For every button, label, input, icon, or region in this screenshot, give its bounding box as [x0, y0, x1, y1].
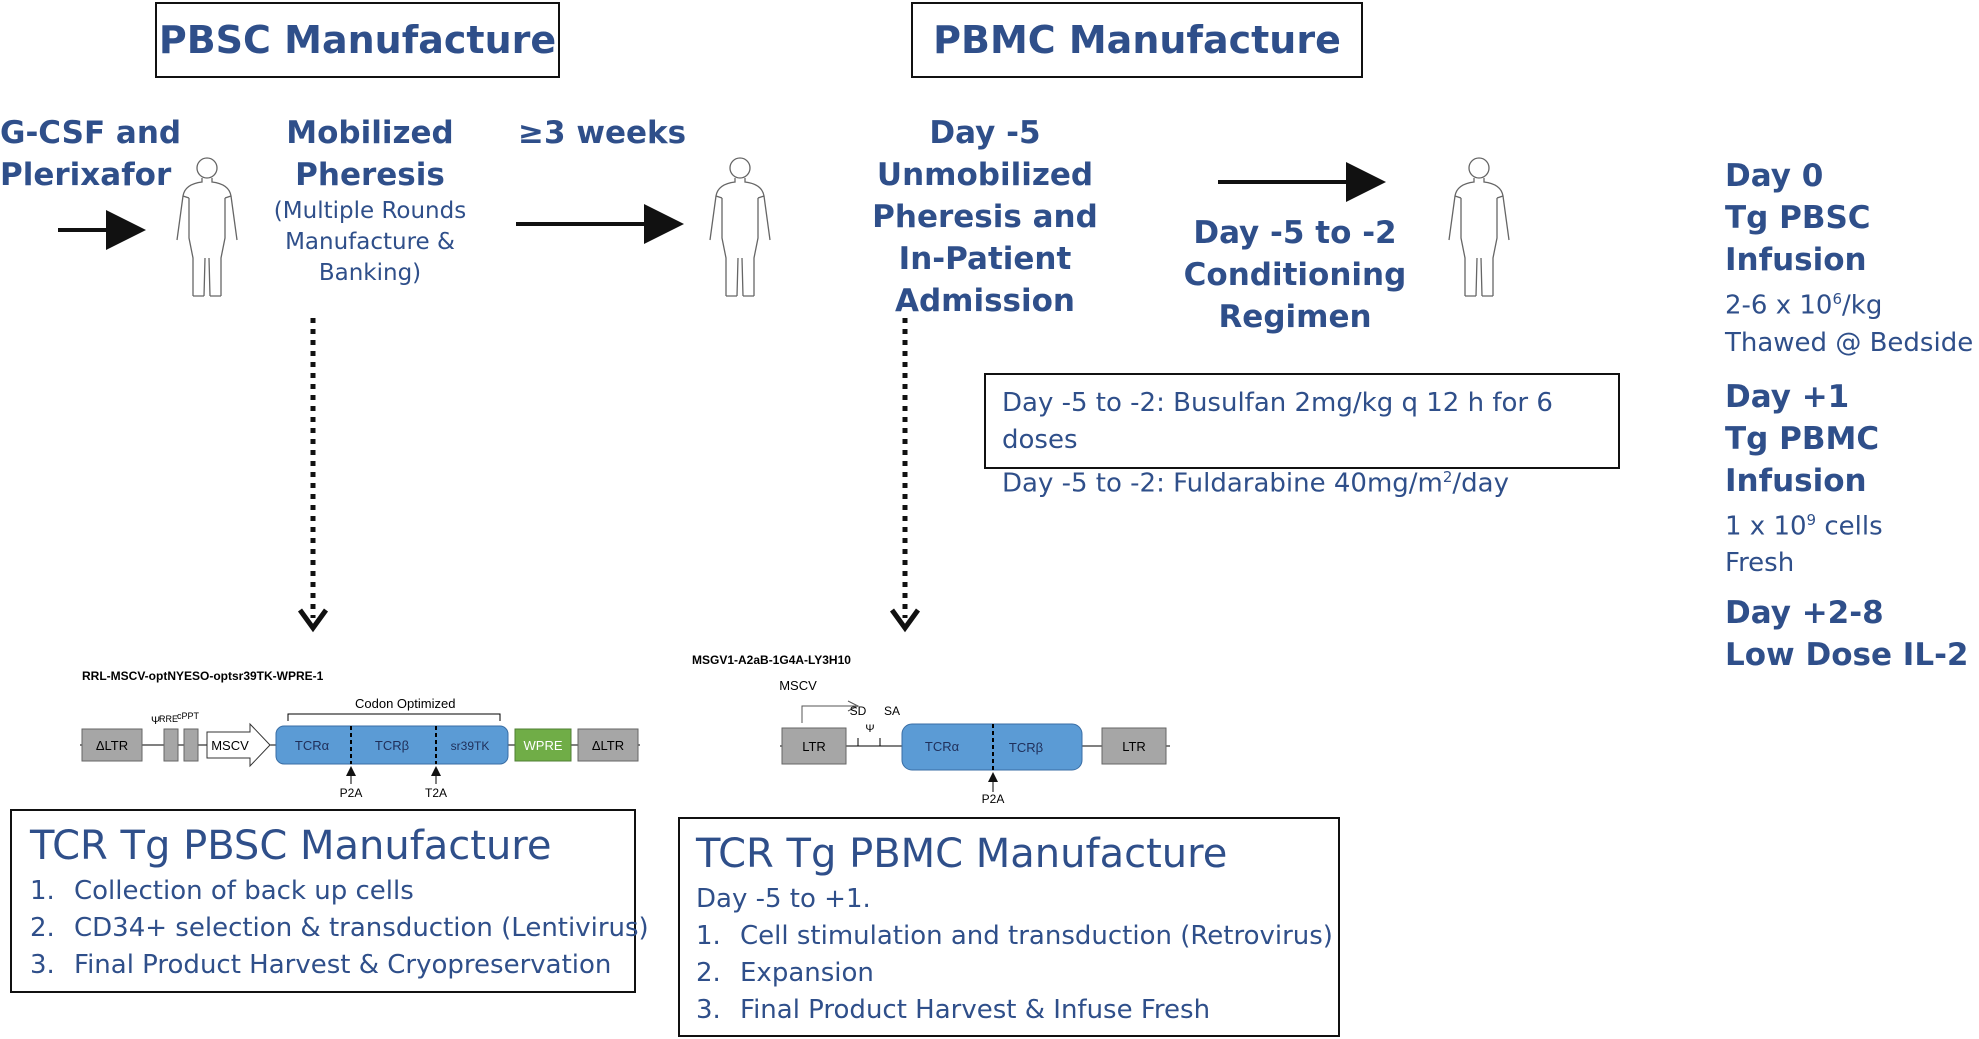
day0-note: Thawed @ Bedside: [1725, 327, 1974, 358]
codon-optimized-cassette: [275, 725, 509, 765]
mobilized-pheresis-label: Mobilized Pheresis (Multiple Rounds Manu…: [273, 115, 467, 286]
svg-text:TCRβ: TCRβ: [1009, 740, 1043, 755]
svg-text:MSCV: MSCV: [779, 678, 817, 693]
ltr-left-box-r: [781, 727, 847, 765]
tcr-tg-pbsc-box: TCR Tg PBSC Manufacture 1.Collection of …: [10, 809, 649, 993]
mscv-promoter: [206, 722, 271, 768]
svg-text:TCRα: TCRα: [925, 739, 960, 754]
ltr-right-box-r: [1101, 727, 1167, 765]
ltr-left-box: [81, 728, 143, 762]
svg-text:TCRα: TCRα: [295, 738, 330, 753]
list-item: 1.Cell stimulation and transduction (Ret…: [696, 921, 1333, 951]
pbmc-box-subtitle: Day -5 to +1.: [696, 884, 871, 914]
ltr-right-box: [577, 728, 639, 762]
svg-text:P2A: P2A: [340, 786, 363, 800]
day0-subtitle: Tg PBSC Infusion: [1725, 200, 1871, 278]
svg-text:cPPT: cPPT: [177, 711, 200, 721]
day1-note: Fresh: [1725, 548, 1795, 579]
busulfan-line: Day -5 to -2: Busulfan 2mg/kg q 12 h for…: [1002, 388, 1553, 455]
svg-text:MSCV: MSCV: [211, 738, 249, 753]
list-item: 2.Expansion: [696, 958, 874, 988]
svg-text:P2A: P2A: [982, 792, 1005, 806]
vector-left-name: RRL-MSCV-optNYESO-optsr39TK-WPRE-1: [82, 669, 324, 683]
wpre-box: [514, 728, 572, 762]
pbsc-manufacture-header: PBSC Manufacture: [155, 2, 560, 78]
day-minus5-label: Day -5 Unmobilized Pheresis and In-Patie…: [872, 115, 1098, 319]
list-item: 1.Collection of back up cells: [30, 876, 414, 906]
svg-text:sr39TK: sr39TK: [451, 739, 490, 753]
patient-figure-2: [709, 157, 771, 297]
day1-dose: 1 x 109 cells: [1725, 510, 1883, 542]
vector-right-name: MSGV1-A2aB-1G4A-LY3H10: [692, 653, 851, 667]
svg-text:WPRE: WPRE: [524, 738, 563, 753]
svg-text:LTR: LTR: [802, 739, 826, 754]
day1-subtitle: Tg PBMC Infusion: [1725, 420, 1880, 499]
day28-title: Day +2-8: [1725, 595, 1884, 632]
svg-text:LTR: LTR: [1122, 739, 1146, 754]
svg-text:Codon Optimized: Codon Optimized: [355, 696, 455, 711]
retroviral-vector-map: MSGV1-A2aB-1G4A-LY3H10 MSCV SD SA Ψ LTR …: [692, 653, 1170, 806]
svg-text:TCRβ: TCRβ: [375, 738, 409, 753]
day28-subtitle: Low Dose IL-2: [1725, 637, 1969, 674]
day1-title: Day +1: [1725, 378, 1850, 415]
svg-text:SA: SA: [884, 704, 900, 718]
infusion-schedule: Day 0 Tg PBSC Infusion 2-6 x 106/kg Thaw…: [1725, 155, 1979, 676]
lentiviral-vector-map: RRL-MSCV-optNYESO-optsr39TK-WPRE-1 Codon…: [80, 669, 640, 800]
pbmc-manufacture-header: PBMC Manufacture: [911, 2, 1363, 78]
pbmc-header-label: PBMC Manufacture: [933, 18, 1341, 62]
weeks-label: ≥3 weeks: [518, 115, 687, 151]
conditioning-label: Day -5 to -2 Conditioning Regimen: [1183, 215, 1407, 335]
list-item: 3.Final Product Harvest & Infuse Fresh: [696, 995, 1211, 1025]
svg-text:SD: SD: [850, 704, 867, 718]
svg-text:ΔLTR: ΔLTR: [592, 738, 624, 753]
day0-title: Day 0: [1725, 158, 1824, 194]
day0-dose: 2-6 x 106/kg: [1725, 290, 1883, 321]
svg-text:RRE: RRE: [159, 714, 178, 724]
svg-text:Ψ: Ψ: [865, 723, 874, 735]
fludarabine-line: Day -5 to -2: Fuldarabine 40mg/m2/day: [1002, 468, 1510, 499]
svg-text:T2A: T2A: [425, 786, 447, 800]
pbsc-box-title: TCR Tg PBSC Manufacture: [30, 823, 552, 869]
regimen-box: Day -5 to -2: Busulfan 2mg/kg q 12 h for…: [984, 373, 1620, 499]
list-item: 3.Final Product Harvest & Cryopreservati…: [30, 950, 612, 980]
patient-figure-1: [176, 157, 238, 297]
pbsc-header-label: PBSC Manufacture: [158, 18, 557, 62]
patient-figure-3: [1448, 157, 1510, 297]
pbmc-box-title: TCR Tg PBMC Manufacture: [696, 831, 1228, 877]
svg-text:ΔLTR: ΔLTR: [96, 738, 128, 753]
gcsf-label: G-CSF and Plerixafor: [0, 115, 182, 193]
svg-text:Ψ: Ψ: [151, 715, 160, 727]
list-item: 2.CD34+ selection & transduction (Lentiv…: [30, 913, 649, 943]
tcr-tg-pbmc-box: TCR Tg PBMC Manufacture Day -5 to +1. 1.…: [678, 817, 1340, 1037]
